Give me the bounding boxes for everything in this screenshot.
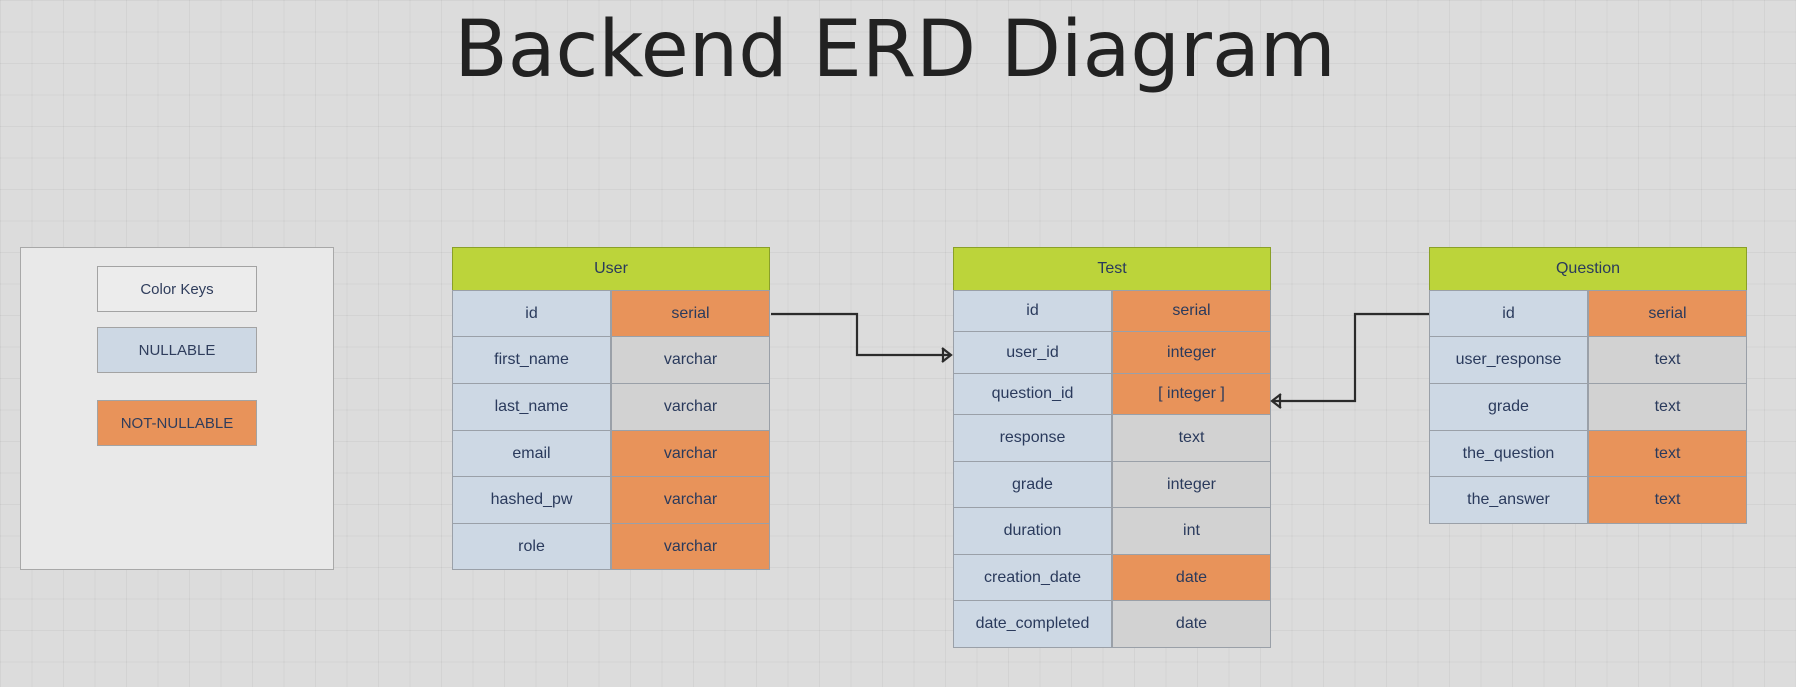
field-name-cell: user_id	[953, 331, 1112, 374]
user-table-header[interactable]: User	[452, 247, 770, 291]
test-row-question-id[interactable]: question_id[ integer ]	[953, 373, 1271, 415]
field-type-cell: integer	[1112, 461, 1271, 508]
field-name-cell: response	[953, 414, 1112, 462]
field-name-cell: creation_date	[953, 554, 1112, 601]
connector-user-to-test[interactable]	[771, 312, 953, 363]
field-type-cell: varchar	[611, 523, 770, 570]
field-name-cell: role	[452, 523, 611, 570]
field-name-cell: user_response	[1429, 336, 1588, 384]
field-name-cell: email	[452, 430, 611, 477]
field-name-cell: grade	[1429, 383, 1588, 431]
diagram-title: Backend ERD Diagram	[454, 5, 1336, 95]
field-name-cell: duration	[953, 507, 1112, 555]
field-type-cell: [ integer ]	[1112, 373, 1271, 415]
field-type-cell: serial	[1588, 290, 1747, 337]
legend-nullable-swatch: NULLABLE	[97, 327, 257, 373]
question-table-header[interactable]: Question	[1429, 247, 1747, 291]
legend-not-nullable-swatch: NOT-NULLABLE	[97, 400, 257, 446]
field-type-cell: varchar	[611, 336, 770, 384]
field-type-cell: varchar	[611, 476, 770, 524]
field-name-cell: id	[452, 290, 611, 337]
field-name-cell: id	[953, 290, 1112, 332]
field-type-cell: varchar	[611, 383, 770, 431]
field-type-cell: text	[1588, 336, 1747, 384]
field-type-cell: int	[1112, 507, 1271, 555]
field-type-cell: text	[1588, 383, 1747, 431]
crows-foot-icon	[941, 347, 953, 363]
test-table-header[interactable]: Test	[953, 247, 1271, 291]
field-type-cell: date	[1112, 554, 1271, 601]
connector-question-to-test[interactable]	[1270, 312, 1429, 409]
field-type-cell: serial	[611, 290, 770, 337]
color-key-legend[interactable]: Color Keys NULLABLE NOT-NULLABLE	[20, 247, 334, 570]
field-type-cell: text	[1588, 430, 1747, 477]
field-name-cell: question_id	[953, 373, 1112, 415]
field-name-cell: last_name	[452, 383, 611, 431]
crows-foot-icon	[1270, 393, 1282, 409]
field-type-cell: date	[1112, 600, 1271, 648]
field-type-cell: text	[1112, 414, 1271, 462]
legend-title: Color Keys	[97, 266, 257, 312]
field-name-cell: hashed_pw	[452, 476, 611, 524]
field-type-cell: serial	[1112, 290, 1271, 332]
field-name-cell: id	[1429, 290, 1588, 337]
field-name-cell: first_name	[452, 336, 611, 384]
field-name-cell: the_question	[1429, 430, 1588, 477]
field-type-cell: integer	[1112, 331, 1271, 374]
field-name-cell: the_answer	[1429, 476, 1588, 524]
field-name-cell: grade	[953, 461, 1112, 508]
field-name-cell: date_completed	[953, 600, 1112, 648]
field-type-cell: varchar	[611, 430, 770, 477]
field-type-cell: text	[1588, 476, 1747, 524]
